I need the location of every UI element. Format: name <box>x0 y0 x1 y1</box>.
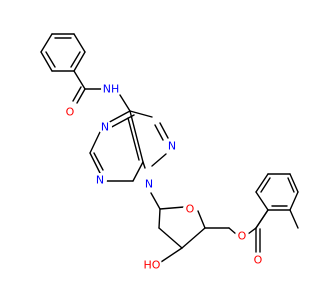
atom-n9: N <box>145 178 153 191</box>
glycosidic-bond <box>150 192 161 210</box>
amide-group <box>72 70 131 112</box>
hydroxyl-bond <box>160 247 183 263</box>
molecule-diagram: O NH N N N N O O O HO <box>40 33 299 275</box>
atom-ester-oxygen: O <box>238 230 247 243</box>
atom-n3: N <box>96 174 104 187</box>
atom-labels: O NH N N N N O O O HO <box>62 79 265 275</box>
sugar-ring <box>158 206 206 249</box>
atom-hydroxyl: HO <box>144 259 161 272</box>
imidazole-ring <box>129 110 169 169</box>
atom-n1: N <box>101 121 109 134</box>
ester-group <box>204 209 269 253</box>
atom-amide-oxygen: O <box>66 106 75 119</box>
atom-ring-oxygen: O <box>186 203 195 216</box>
right-phenyl-ring <box>255 173 299 229</box>
top-phenyl-ring <box>40 33 86 72</box>
atom-amide-nh: NH <box>103 83 120 96</box>
atom-carbonyl-oxygen: O <box>254 254 263 267</box>
structure-svg: O NH N N N N O O O HO <box>40 33 299 275</box>
pyrimidine-ring <box>89 110 144 182</box>
atom-n7: N <box>168 140 176 153</box>
